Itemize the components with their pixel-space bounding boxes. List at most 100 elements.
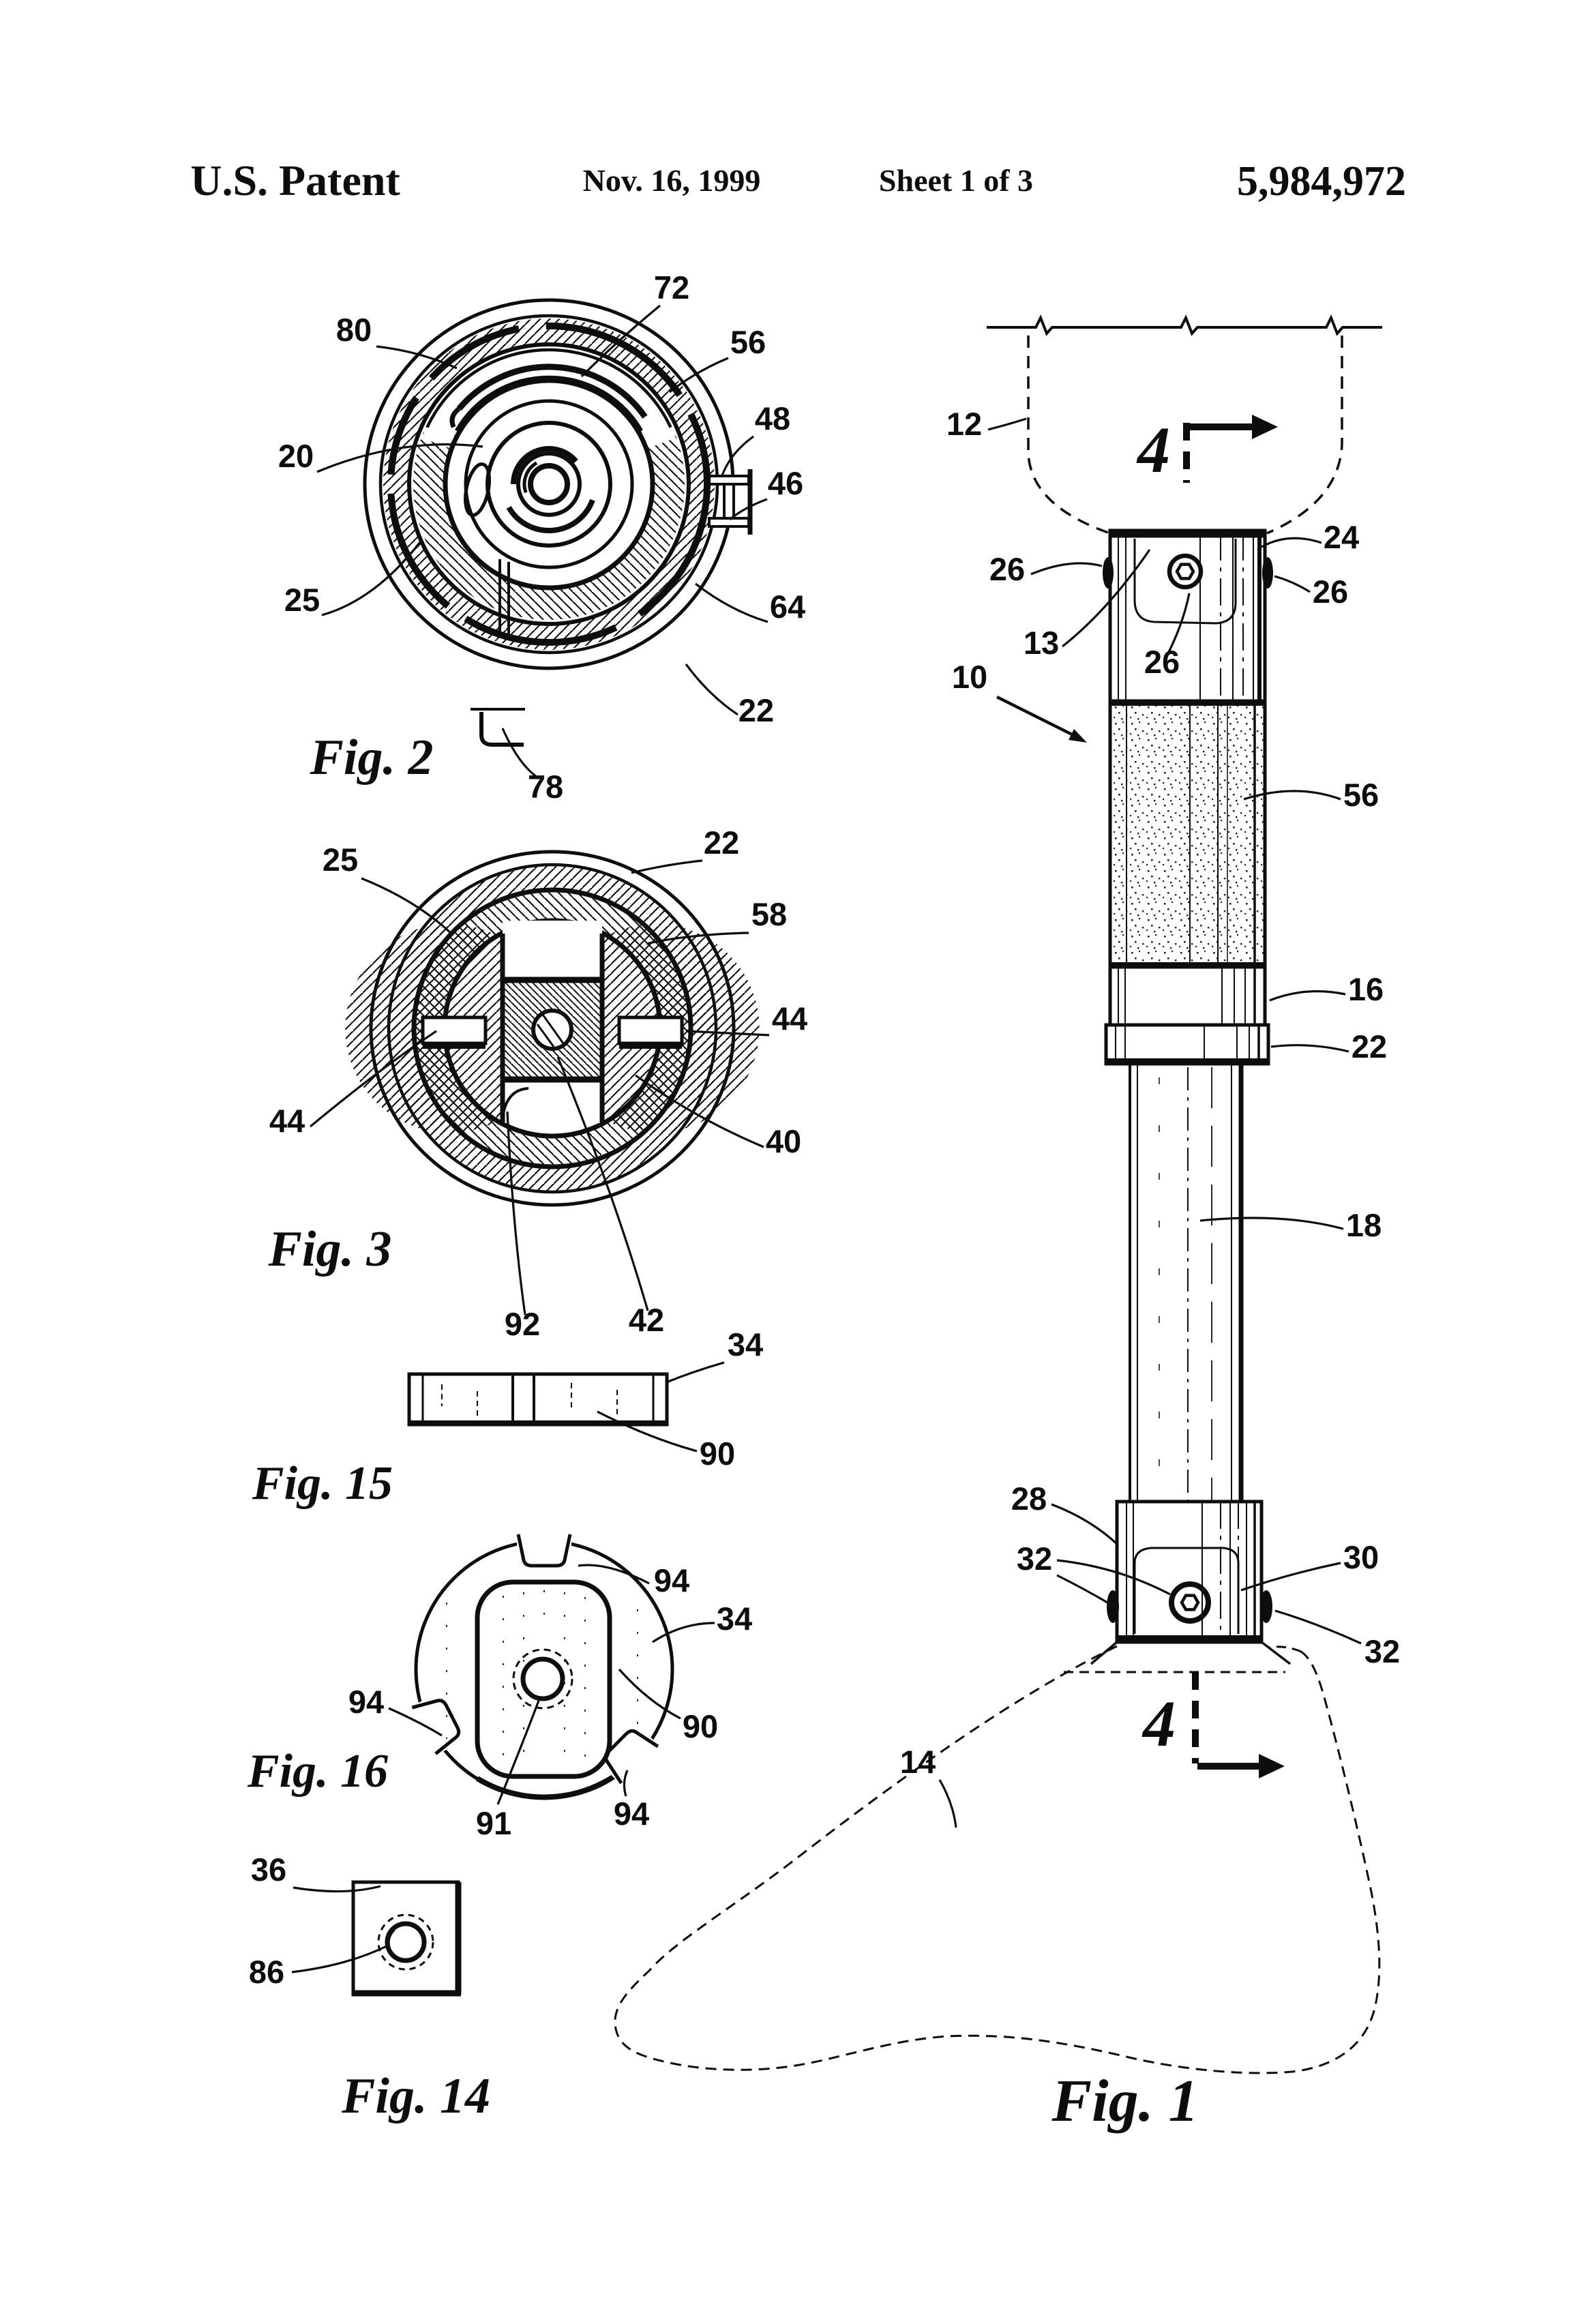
ref-32-left: 32 xyxy=(1017,1540,1052,1577)
ref-94-bottom: 94 xyxy=(614,1796,649,1832)
fig2-assembly: 72 80 56 48 46 20 25 64 22 78 Fig. 2 xyxy=(278,269,805,805)
ref-94-top: 94 xyxy=(654,1562,689,1598)
ref-34: 34 xyxy=(717,1600,752,1637)
fig2-keyway xyxy=(708,469,753,535)
clamp-recess-outline xyxy=(1133,539,1237,625)
leader-34 xyxy=(668,1361,725,1383)
leader-24 xyxy=(1261,537,1322,548)
ref-42: 42 xyxy=(629,1302,664,1338)
clamp-ring xyxy=(1108,965,1267,1027)
leader-32-left xyxy=(1056,1574,1108,1604)
leader-44-left xyxy=(309,1030,437,1128)
leader-32-screw xyxy=(1056,1559,1171,1596)
fig16-assembly: 94 34 94 90 94 91 Fig. 16 xyxy=(247,1534,752,1841)
socket-left-outline xyxy=(1027,336,1111,535)
header-title: U.S. Patent xyxy=(190,156,400,205)
leader-22 xyxy=(685,664,738,716)
foot-outline xyxy=(614,1645,1381,2074)
fig15-assembly: 34 90 Fig. 15 xyxy=(252,1326,763,1510)
fig16-caption: Fig. 16 xyxy=(247,1745,388,1798)
leader-32-right xyxy=(1274,1609,1362,1645)
leader-94-top xyxy=(578,1564,650,1585)
leader-26-center xyxy=(1166,593,1191,655)
ref-14: 14 xyxy=(900,1744,936,1780)
ref-72: 72 xyxy=(654,269,689,306)
leader-78 xyxy=(501,728,538,779)
lower-recess-outline xyxy=(1133,1547,1240,1634)
collar xyxy=(1104,1023,1270,1066)
ref-26-left: 26 xyxy=(989,551,1025,587)
ref-20: 20 xyxy=(278,438,314,474)
fig2-caption: Fig. 2 xyxy=(310,730,434,786)
leader-91 xyxy=(496,1700,540,1805)
ref-56: 56 xyxy=(730,324,766,360)
leader-92 xyxy=(506,1111,526,1315)
sleeve xyxy=(1108,699,1267,969)
ref-94-left: 94 xyxy=(348,1684,384,1720)
leader-12 xyxy=(987,417,1027,431)
ref-90: 90 xyxy=(700,1435,735,1472)
ref-40: 40 xyxy=(766,1123,801,1159)
leader-80 xyxy=(376,345,458,370)
foot-heel-top xyxy=(1269,1645,1302,1653)
leader-14 xyxy=(938,1779,957,1828)
header-date: Nov. 16, 1999 xyxy=(583,163,761,198)
leader-26-right xyxy=(1274,575,1311,593)
ref-13: 13 xyxy=(1024,625,1059,661)
side-screw-right-lower xyxy=(1260,1590,1272,1623)
ref-18: 18 xyxy=(1346,1207,1382,1243)
ref-78: 78 xyxy=(528,769,563,805)
section-marker-top: 4 xyxy=(1136,413,1278,486)
leader-20 xyxy=(316,443,483,473)
ref-10: 10 xyxy=(952,659,987,695)
section-arrow-top xyxy=(1252,415,1278,439)
ref-26-right: 26 xyxy=(1313,573,1348,610)
ref-90: 90 xyxy=(683,1708,718,1744)
leader-58 xyxy=(646,932,749,945)
fig14-caption: Fig. 14 xyxy=(341,2068,490,2124)
leader-94-left xyxy=(388,1707,443,1737)
leader-18 xyxy=(1199,1217,1344,1230)
header-patent-number: 5,984,972 xyxy=(1237,158,1406,205)
leader-90 xyxy=(618,1668,681,1720)
clamp-screw xyxy=(1167,553,1204,590)
leader-44-right xyxy=(685,1030,770,1037)
ref-16: 16 xyxy=(1348,971,1384,1007)
ref-86: 86 xyxy=(249,1954,284,1990)
leader-13 xyxy=(1062,549,1151,648)
side-screw-left xyxy=(1103,557,1114,589)
leader-56 xyxy=(669,357,729,393)
leader-72 xyxy=(580,304,661,378)
ref-91: 91 xyxy=(476,1805,511,1841)
fig3-caption: Fig. 3 xyxy=(268,1221,392,1277)
ref-36: 36 xyxy=(251,1851,286,1888)
leader-40 xyxy=(635,1074,764,1148)
leader-64 xyxy=(695,582,768,623)
leader-16 xyxy=(1269,990,1346,1002)
fig3-key-left xyxy=(421,1015,488,1045)
ref-25: 25 xyxy=(284,582,320,618)
ref-28: 28 xyxy=(1011,1480,1047,1517)
ref-92: 92 xyxy=(505,1306,540,1342)
section-marker-bottom: 4 xyxy=(1141,1672,1285,1778)
leader-25 xyxy=(361,877,453,936)
ref-22: 22 xyxy=(1352,1028,1387,1064)
ref-44-right: 44 xyxy=(772,1000,807,1037)
fig15-caption: Fig. 15 xyxy=(252,1457,393,1510)
ref-46: 46 xyxy=(768,465,803,501)
leader-22 xyxy=(631,859,703,874)
ref-34: 34 xyxy=(728,1326,763,1362)
ref-12: 12 xyxy=(946,406,982,442)
ref-64: 64 xyxy=(770,589,805,625)
section-4-top: 4 xyxy=(1136,413,1170,486)
header: U.S. Patent Nov. 16, 1999 Sheet 1 of 3 5… xyxy=(190,156,1406,205)
leader-86 xyxy=(291,1944,389,1973)
ref-48: 48 xyxy=(755,400,790,436)
section-4-bottom: 4 xyxy=(1141,1687,1176,1760)
socket-top-line xyxy=(987,314,1382,336)
ref-25: 25 xyxy=(323,841,358,878)
leader-10 xyxy=(996,695,1087,743)
ref-56: 56 xyxy=(1343,777,1379,813)
